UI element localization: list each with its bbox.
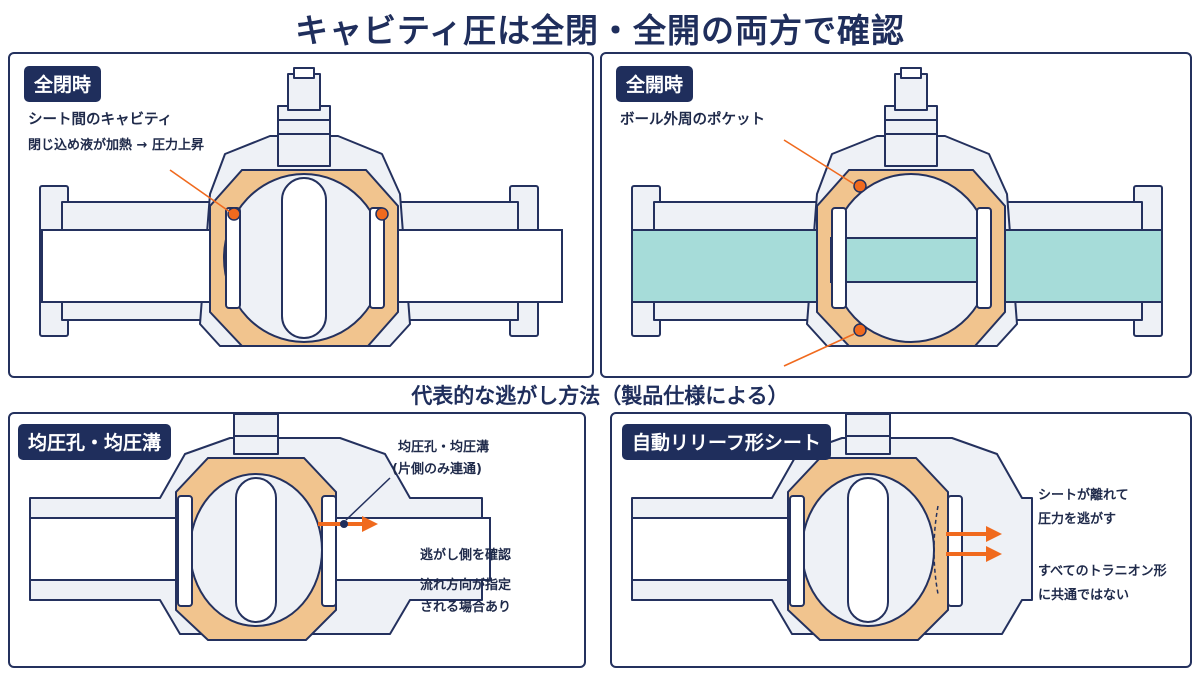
panel-closed: 全閉時 シート間のキャビティ 閉じ込め液が加熱 → 圧力上昇: [8, 52, 594, 378]
section-subtitle: 代表的な逃がし方法（製品仕様による）: [411, 384, 789, 408]
equalize-note-2: 流れ方向が指定: [420, 578, 512, 593]
closed-note-2: 閉じ込め液が加熱 → 圧力上昇: [28, 138, 204, 153]
badge-equalize: 均圧孔・均圧溝: [18, 424, 172, 460]
relief-note-4: に共通ではない: [1038, 588, 1130, 603]
page-title: キャビティ圧は全閉・全開の両方で確認: [294, 11, 906, 50]
relief-note-3: すべてのトラニオン形: [1038, 564, 1167, 579]
closed-note-1: シート間のキャビティ: [28, 112, 173, 128]
panel-relief: 自動リリーフ形シート シートが離れて 圧力を逃がす すべてのトラニオン形 に共通…: [610, 412, 1192, 668]
equalize-note-1: 逃がし側を確認: [420, 548, 512, 563]
open-valve-diagram: [631, 67, 1163, 367]
equalize-note-3: される場合あり: [420, 600, 512, 615]
closed-valve-diagram: [39, 67, 563, 347]
relief-note-1: シートが離れて: [1038, 488, 1129, 503]
badge-relief: 自動リリーフ形シート: [622, 424, 831, 460]
badge-open: 全開時: [616, 66, 694, 102]
badge-closed: 全閉時: [24, 66, 102, 102]
relief-note-2: 圧力を逃がす: [1038, 512, 1117, 527]
equalize-callout-2: (片側のみ連通): [392, 462, 482, 477]
panel-equalize: 均圧孔・均圧溝 均圧孔・均圧溝 (片側のみ連通) 逃がし側を確認 流れ方向が指定…: [8, 412, 586, 668]
equalize-valve-diagram: [29, 414, 491, 641]
equalize-callout-1: 均圧孔・均圧溝: [398, 440, 490, 455]
open-note-1: ボール外周のポケット: [620, 112, 765, 128]
relief-valve-diagram: [631, 414, 1033, 641]
panel-open: 全開時 ボール外周のポケット: [600, 52, 1192, 378]
